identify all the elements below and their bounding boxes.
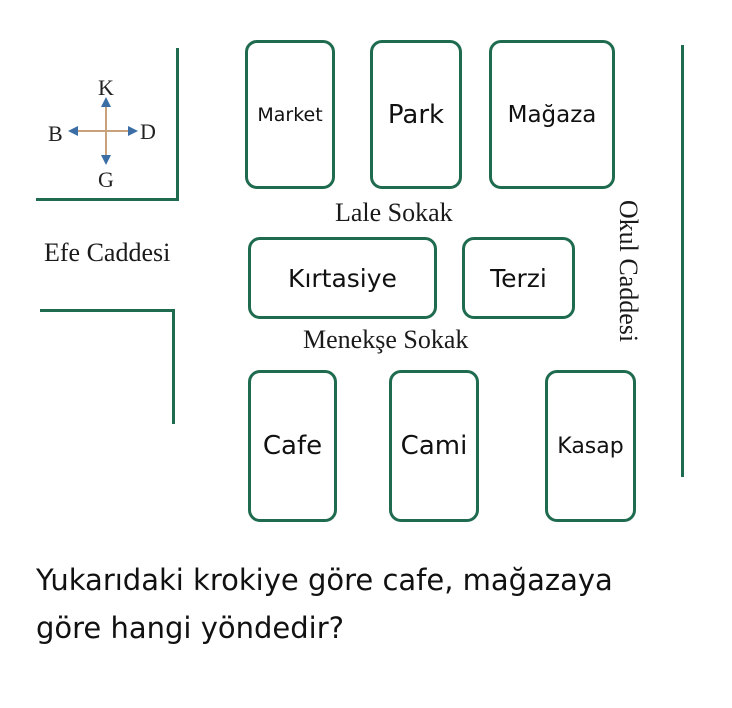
street-label-okul-caddesi: Okul Caddesi: [614, 199, 644, 343]
compass-arrows-icon: [68, 97, 138, 165]
building-market: Market: [245, 40, 335, 189]
compass-west-label: B: [48, 121, 63, 146]
street-label-menekse-sokak: Menekşe Sokak: [303, 325, 469, 354]
building-kasap-label: Kasap: [557, 433, 624, 459]
street-label-efe-caddesi: Efe Caddesi: [44, 238, 171, 267]
question-text: Yukarıdaki krokiye göre cafe, mağazaya g…: [36, 556, 716, 652]
building-park-label: Park: [387, 99, 445, 130]
street-line-bottom-left-horizontal: [40, 309, 175, 312]
question-line-1: Yukarıdaki krokiye göre cafe, mağazaya: [36, 563, 613, 597]
compass: K G B D: [40, 75, 170, 195]
compass-south-label: G: [98, 167, 114, 192]
building-cafe: Cafe: [248, 370, 337, 522]
building-cami: Cami: [389, 370, 479, 522]
street-line-bottom-left-vertical: [172, 309, 175, 424]
question-line-2: göre hangi yöndedir?: [36, 611, 345, 645]
compass-east-label: D: [140, 119, 156, 144]
street-line-top-left-horizontal: [36, 198, 179, 201]
street-label-lale-sokak: Lale Sokak: [335, 198, 453, 227]
building-terzi: Terzi: [462, 237, 575, 319]
building-park: Park: [370, 40, 462, 189]
building-kirtasiye: Kırtasiye: [248, 237, 437, 319]
building-kasap: Kasap: [545, 370, 636, 522]
building-market-label: Market: [257, 103, 323, 126]
building-magaza: Mağaza: [489, 40, 615, 189]
compass-north-label: K: [98, 75, 114, 100]
street-line-top-left-vertical: [176, 48, 179, 200]
building-kirtasiye-label: Kırtasiye: [288, 263, 397, 293]
building-terzi-label: Terzi: [490, 263, 547, 293]
building-cami-label: Cami: [400, 431, 468, 461]
building-magaza-label: Mağaza: [507, 101, 597, 128]
building-cafe-label: Cafe: [262, 431, 323, 461]
street-line-right-vertical: [681, 45, 684, 477]
